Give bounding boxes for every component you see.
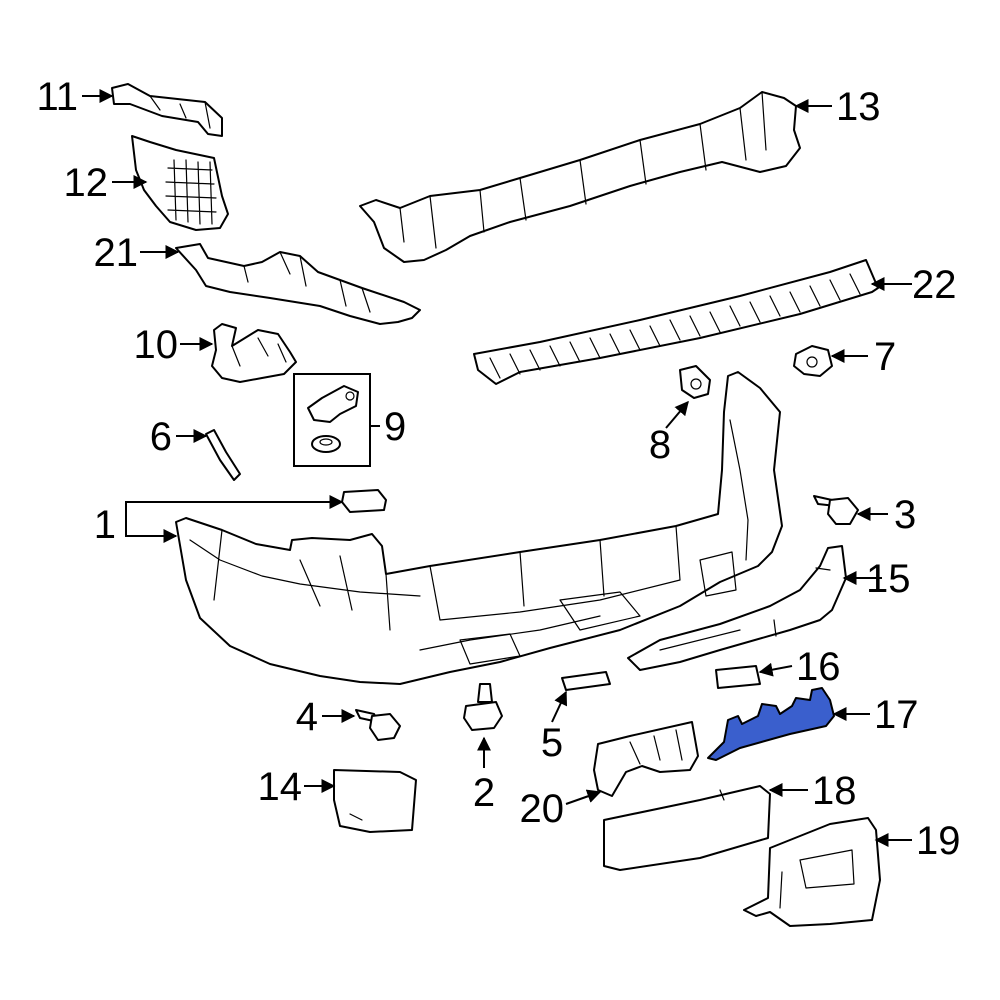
part-7-clip [793,345,833,377]
part-13-beam-bracket [359,91,801,263]
part-19-side-cover [743,817,881,927]
callout-22: 22 [912,263,957,307]
part-6-trim-strip [205,429,241,481]
callout-11: 11 [36,75,78,119]
callout-12: 12 [64,161,109,205]
part-10-bracket [211,323,297,383]
part-8-clip [679,365,711,399]
callout-6: 6 [150,415,172,459]
callout-labels: 1 2 3 4 5 6 7 8 9 10 11 12 13 14 15 16 1… [36,75,960,863]
callout-5: 5 [541,721,563,765]
part-14-bracket [333,769,417,833]
part-21-bracket [175,243,421,325]
callout-4: 4 [296,695,318,739]
part-5-pad [561,671,611,691]
callout-13: 13 [836,85,881,129]
part-18-panel [603,785,771,871]
part-9-box [293,373,371,467]
callout-21: 21 [94,231,139,275]
callout-15: 15 [866,557,911,601]
part-3-bolt [813,495,859,525]
part-15-lower-valance [627,545,847,671]
part-20-plate-bracket [593,721,699,797]
part-16-pad [715,665,761,689]
callout-9: 9 [384,405,406,449]
callout-20: 20 [520,787,565,831]
callout-14: 14 [258,765,303,809]
callout-16: 16 [796,645,841,689]
callout-8: 8 [649,423,671,467]
callout-17: 17 [874,693,919,737]
part-9-hook-kit [293,373,380,467]
callout-1: 1 [94,503,116,547]
leader-lines [82,89,912,847]
part-12-grid-bracket [131,135,229,231]
part-22-step-pad [473,259,879,385]
callout-18: 18 [812,769,857,813]
part-4-bolt [355,709,401,741]
callout-19: 19 [916,819,961,863]
part-1-bumper-cover [175,371,783,685]
callout-2: 2 [473,771,495,815]
part-11-bracket [111,83,223,137]
callout-10: 10 [134,323,179,367]
callout-7: 7 [874,335,896,379]
callout-3: 3 [894,493,916,537]
part-1-sensor-bezel [341,489,387,513]
part-17-bracket-highlighted [707,687,835,761]
part-2-fastener [463,683,503,731]
